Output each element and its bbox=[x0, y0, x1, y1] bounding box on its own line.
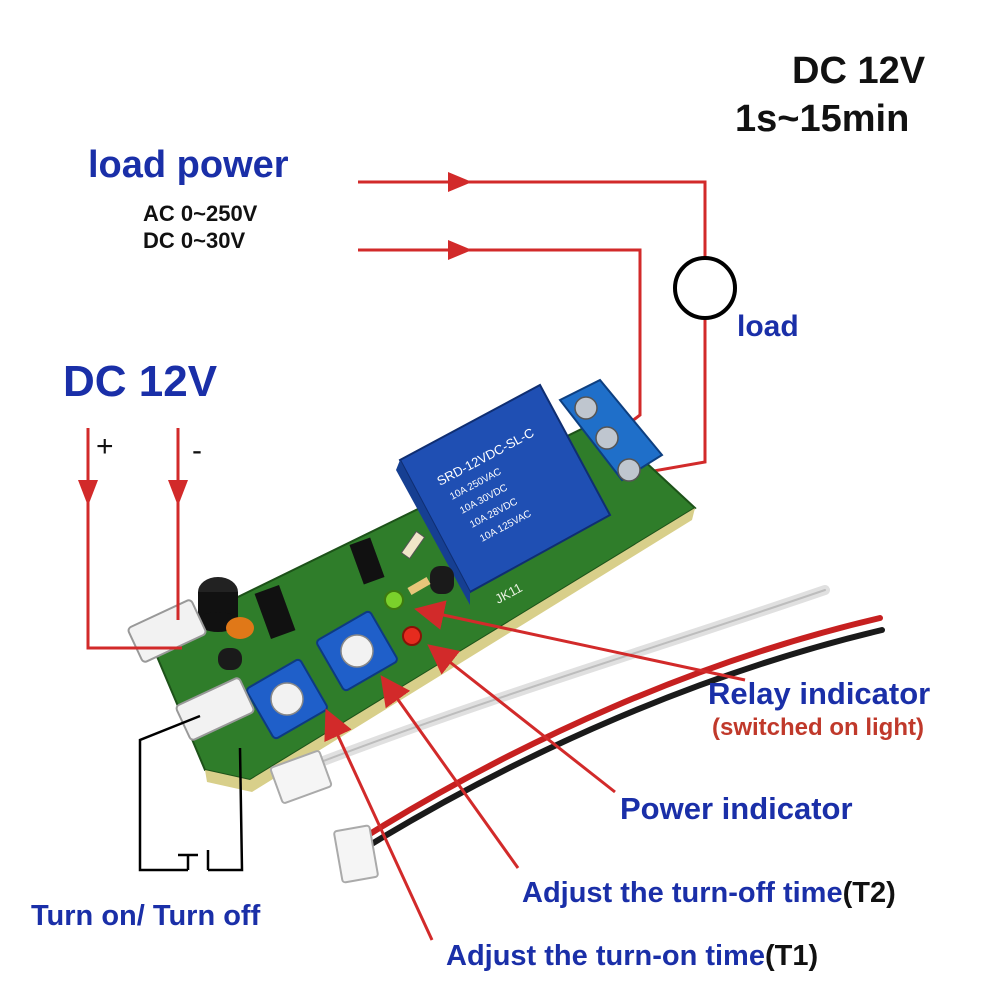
turn-on-label: Adjust the turn-on time(T1) bbox=[446, 942, 818, 971]
turn-on-tag: (T1) bbox=[764, 940, 819, 972]
load-power-arrow-top bbox=[448, 172, 472, 192]
power-indicator-led bbox=[402, 626, 422, 646]
diode bbox=[400, 530, 426, 560]
load-symbol bbox=[673, 256, 737, 320]
arrow-turn-off bbox=[380, 675, 520, 869]
transistor bbox=[218, 648, 242, 670]
supply-title: DC 12V bbox=[63, 357, 218, 406]
arrow-power-indicator bbox=[427, 644, 616, 794]
supply-minus: - bbox=[192, 434, 202, 467]
load-label: load bbox=[737, 310, 799, 343]
turn-on-text: Adjust the turn-on time bbox=[446, 940, 765, 972]
switch-wiring bbox=[138, 714, 244, 872]
spec-voltage: DC 12V bbox=[792, 50, 926, 92]
arrow-relay-indicator bbox=[414, 600, 746, 682]
turn-off-tag: (T2) bbox=[842, 877, 896, 909]
supply-plus-arrow bbox=[78, 480, 98, 506]
supply-plus: + bbox=[96, 430, 114, 463]
terminal-screw-3 bbox=[617, 458, 641, 482]
load-power-title: load power bbox=[88, 144, 289, 186]
turn-off-label: Adjust the turn-off time(T2) bbox=[522, 879, 896, 908]
switch-label: Turn on/ Turn off bbox=[31, 900, 261, 932]
relay-indicator-label: Relay indicator bbox=[708, 676, 931, 711]
ceramic-capacitor bbox=[226, 617, 254, 639]
transistor-2 bbox=[430, 566, 454, 594]
jumper-header-2 bbox=[349, 537, 385, 585]
cable bbox=[295, 585, 885, 851]
resistor bbox=[407, 577, 431, 595]
power-indicator-label: Power indicator bbox=[620, 791, 853, 826]
load-power-dc: DC 0~30V bbox=[143, 228, 246, 253]
jumper-header-1 bbox=[254, 585, 296, 639]
potentiometer-t1 bbox=[246, 658, 328, 740]
screw-terminal bbox=[558, 378, 664, 482]
arrow-turn-on bbox=[324, 708, 434, 941]
supply-minus-arrow bbox=[168, 480, 188, 506]
relay: SRD-12VDC-SL-C 10A 250VAC 10A 30VDC 10A … bbox=[396, 383, 612, 605]
relay-indicator-note: (switched on light) bbox=[712, 714, 924, 741]
potentiometer-t2 bbox=[316, 610, 398, 692]
load-power-ac: AC 0~250V bbox=[143, 201, 258, 226]
terminal-screw-2 bbox=[595, 426, 619, 450]
spec-range: 1s~15min bbox=[735, 98, 910, 140]
load-power-arrow-bottom bbox=[448, 240, 472, 260]
relay-indicator-led bbox=[384, 590, 404, 610]
terminal-screw-1 bbox=[574, 396, 598, 420]
turn-off-text: Adjust the turn-off time bbox=[522, 877, 843, 909]
cable-plug-1 bbox=[269, 750, 333, 804]
cable-plug-2 bbox=[333, 824, 379, 884]
electrolytic-capacitor bbox=[198, 577, 238, 632]
callout-arrows bbox=[324, 600, 746, 941]
